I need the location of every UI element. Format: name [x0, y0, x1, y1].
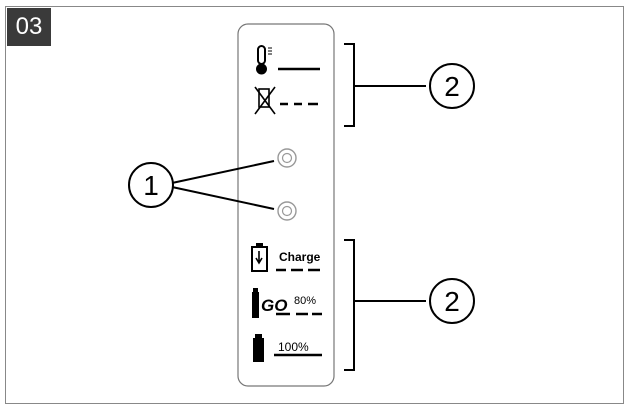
callout-two-top: 2	[429, 63, 475, 109]
bracket-bottom	[344, 239, 355, 371]
indicator-panel	[237, 23, 335, 387]
go-percent-label: 80%	[294, 295, 316, 307]
outer-frame	[5, 6, 624, 404]
led-indicator-bottom	[277, 201, 297, 221]
battery-go-icon	[252, 288, 322, 318]
bracket-top	[344, 43, 355, 127]
callout-one: 1	[128, 162, 174, 208]
leader-line-led-top	[171, 160, 275, 184]
callout-two-bottom-label: 2	[444, 286, 460, 317]
full-percent-label: 100%	[278, 340, 309, 354]
go-label: GO	[261, 296, 287, 315]
callout-one-label: 1	[143, 170, 159, 201]
led-indicator-top	[277, 148, 297, 168]
no-ice-icon	[254, 86, 318, 115]
charge-label: Charge	[279, 250, 321, 264]
callout-two-bottom: 2	[429, 278, 475, 324]
thermometer-icon	[256, 45, 320, 75]
figure-number: 03	[7, 8, 51, 46]
battery-full-icon	[253, 334, 322, 362]
leader-line-led-bottom	[171, 186, 275, 210]
callout-two-top-label: 2	[444, 71, 460, 102]
battery-charging-icon	[251, 243, 320, 272]
